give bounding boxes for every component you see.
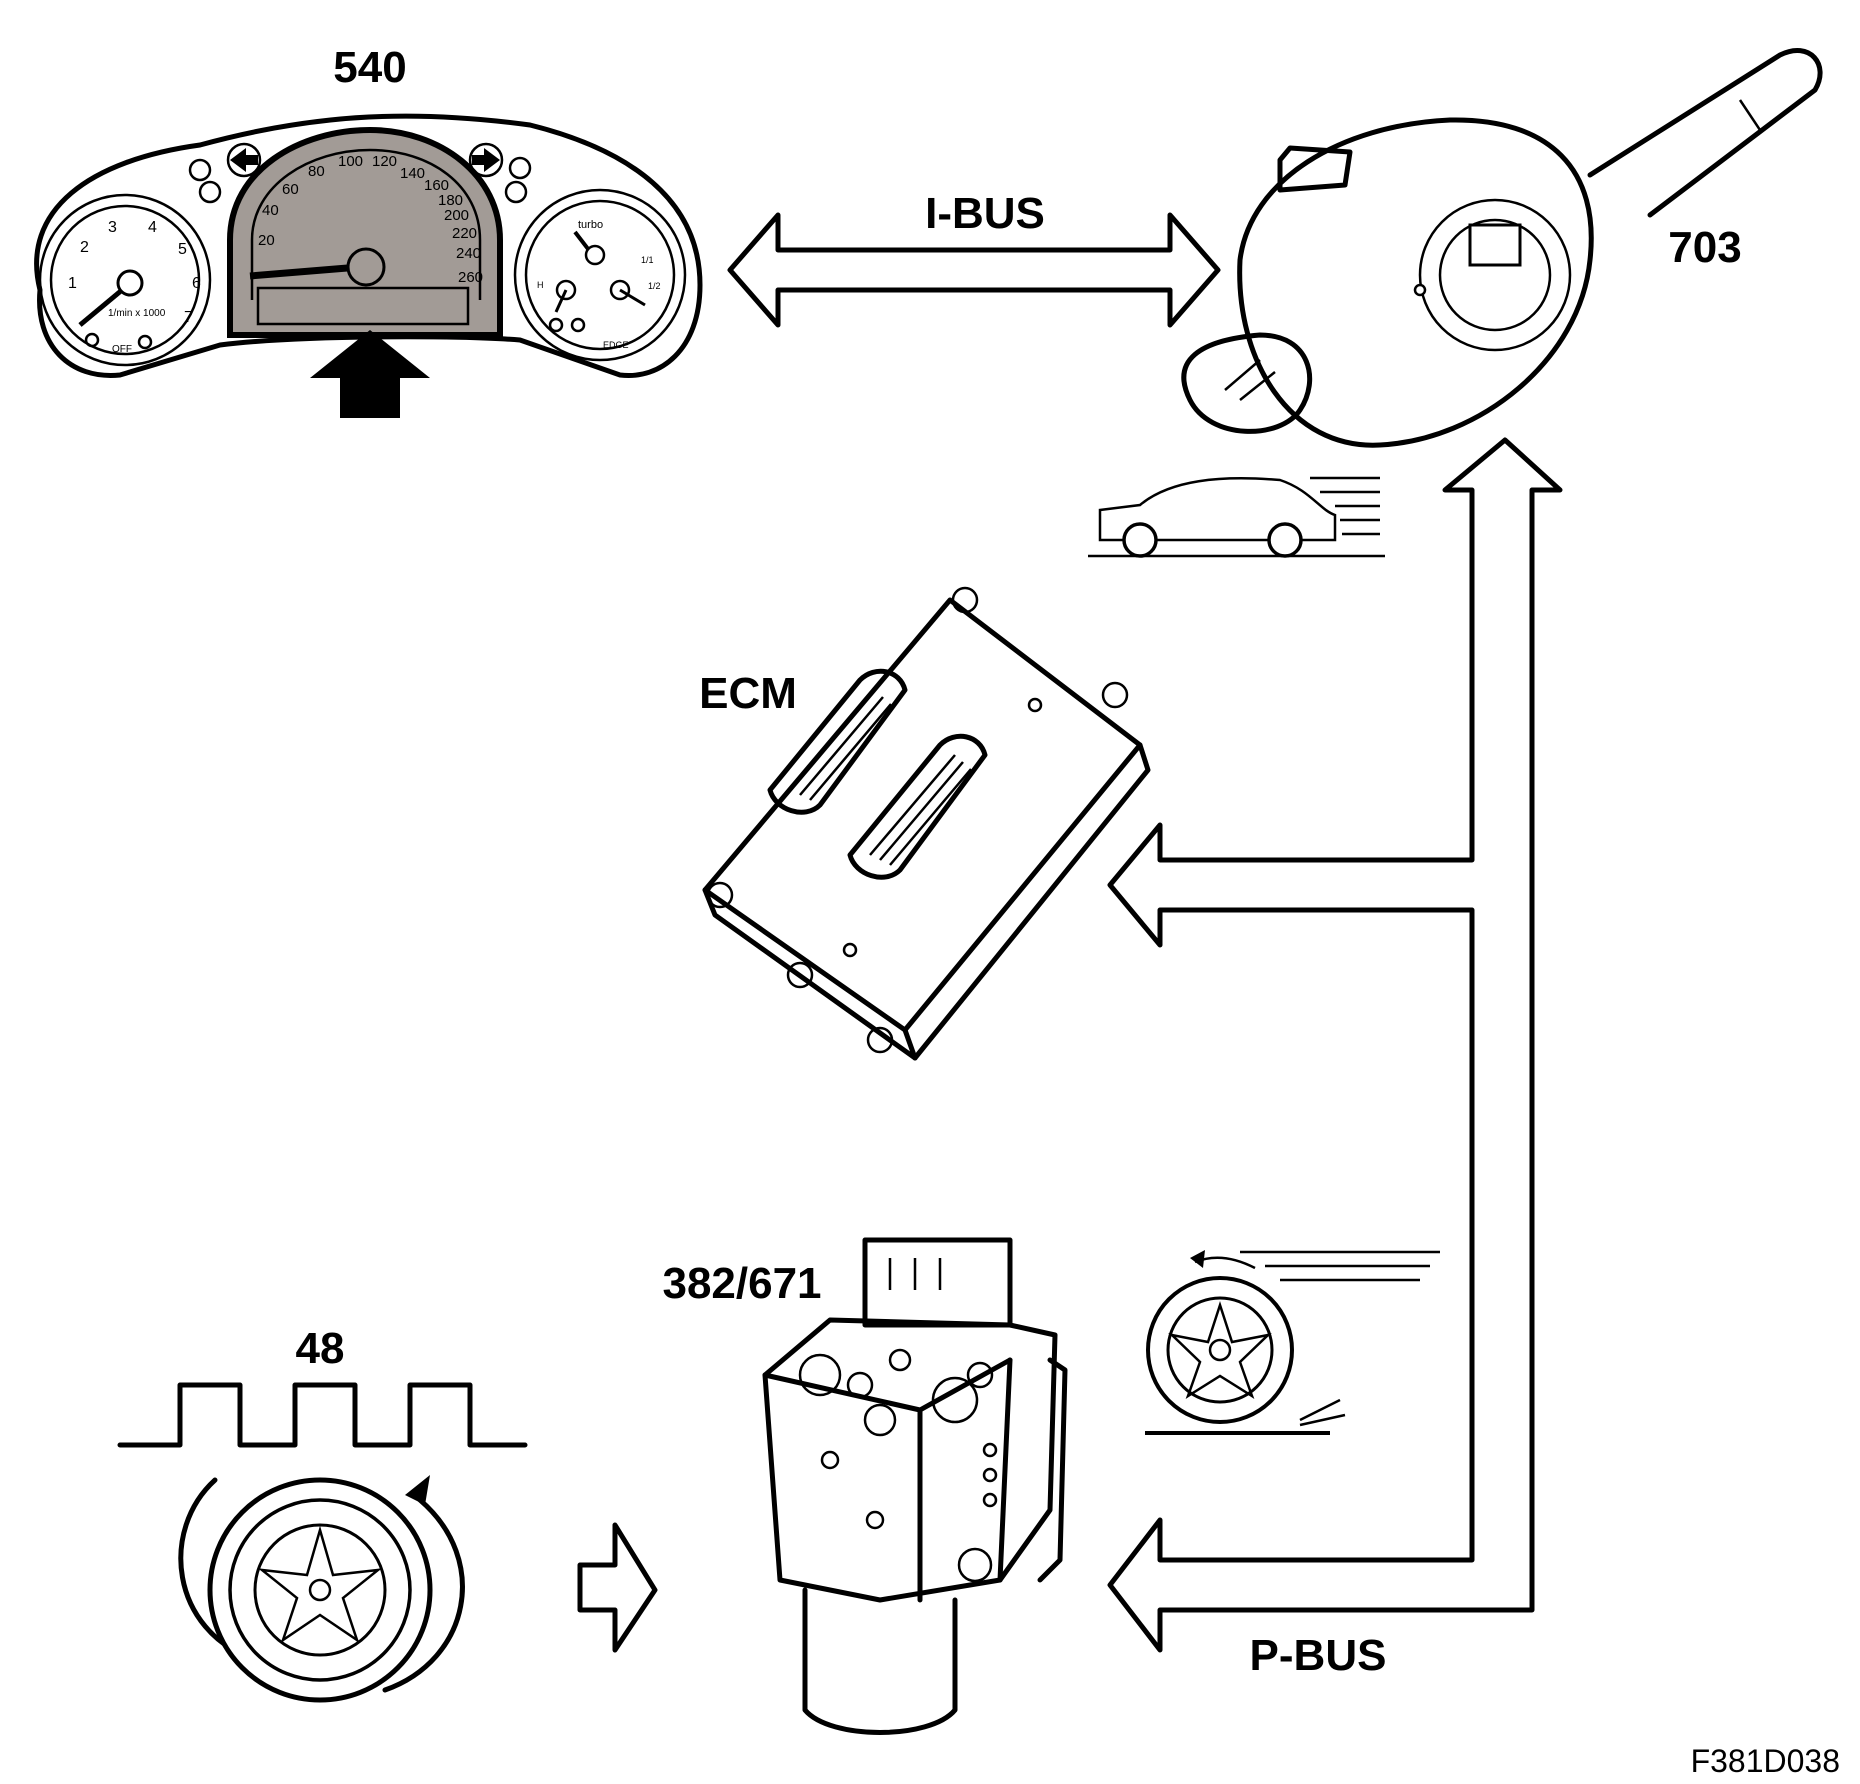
ecm-module [702, 586, 1151, 1061]
warning-lamp-icon [84, 332, 100, 348]
svg-text:220: 220 [452, 225, 477, 242]
svg-text:6: 6 [192, 275, 201, 292]
svg-text:100: 100 [338, 153, 363, 170]
park-lamp-icon [504, 180, 528, 204]
ibus-arrow [727, 212, 1221, 328]
tachometer-face [38, 193, 212, 367]
svg-text:3: 3 [108, 219, 117, 236]
rpm-scale: 1 2 3 4 5 6 7 [68, 219, 201, 326]
instrument-cluster: 20 40 60 80 100 120 140 160 180 200 220 … [34, 113, 703, 379]
svg-text:5: 5 [178, 241, 187, 258]
off-text: OFF [112, 344, 132, 355]
edge-text: EDGE [603, 340, 629, 350]
figure-code: F381D038 [1691, 1743, 1840, 1779]
steering-hub [1418, 198, 1572, 352]
sensor-label: 48 [296, 1324, 345, 1373]
warning-lamp-icon [548, 317, 564, 333]
svg-text:2: 2 [80, 239, 89, 256]
svg-text:120: 120 [372, 153, 397, 170]
stalk-lever [1587, 47, 1823, 218]
svg-text:180: 180 [438, 192, 463, 209]
svg-text:7: 7 [184, 309, 193, 326]
warning-lamp-icon [570, 317, 586, 333]
light-lamp-icon [188, 158, 212, 182]
svg-text:80: 80 [308, 163, 325, 180]
abs-motor [802, 1587, 958, 1735]
stalk-label: 703 [1668, 223, 1741, 272]
fog-lamp-icon [198, 180, 222, 204]
svg-text:60: 60 [282, 181, 299, 198]
turbo-text: turbo [578, 219, 603, 231]
moving-car-icon [1088, 476, 1385, 558]
brake-lamp-icon [508, 156, 532, 180]
turn-right-icon [472, 148, 500, 172]
pulse-signal [117, 1382, 528, 1448]
temp-h-text: H [537, 280, 544, 290]
speedometer-display [256, 286, 470, 326]
connector-icon [1468, 223, 1522, 267]
svg-text:140: 140 [400, 165, 425, 182]
svg-text:260: 260 [458, 269, 483, 286]
pbus-label: P-BUS [1250, 1631, 1387, 1680]
svg-text:200: 200 [444, 207, 469, 224]
signal-arrow [577, 1522, 658, 1653]
svg-text:20: 20 [258, 232, 275, 249]
steering-module [1181, 47, 1823, 448]
svg-text:4: 4 [148, 219, 157, 236]
right-gauge-face [513, 188, 687, 362]
svg-text:40: 40 [262, 202, 279, 219]
ecm-connector [767, 668, 908, 815]
abs-connector [862, 1237, 1013, 1328]
ecm-connector [847, 733, 988, 880]
fuel-half-text: 1/2 [648, 281, 661, 291]
rpm-unit: 1/min x 1000 [108, 308, 166, 319]
cluster-label: 540 [333, 43, 406, 92]
ecm-label: ECM [699, 669, 797, 718]
svg-text:160: 160 [424, 177, 449, 194]
speedometer-face [227, 126, 503, 338]
temp-needle [554, 289, 568, 313]
warning-lamp-icon [137, 334, 153, 350]
abs-label: 382/671 [662, 1259, 821, 1308]
ibus-label: I-BUS [925, 189, 1045, 238]
fuel-full-text: 1/1 [641, 255, 654, 265]
slipping-wheel-icon [1145, 1250, 1440, 1435]
speed-scale: 20 40 60 80 100 120 140 160 180 200 220 … [258, 153, 483, 286]
svg-text:1: 1 [68, 275, 77, 292]
svg-text:240: 240 [456, 245, 481, 262]
fuel-needle [619, 288, 646, 307]
turn-left-icon [230, 148, 258, 172]
abs-unit [762, 1237, 1068, 1735]
sensor-wheel-icon [178, 1475, 465, 1703]
highlight-arrow-icon [310, 330, 430, 418]
pbus-arrow [1107, 437, 1563, 1653]
lower-lever [1181, 332, 1313, 434]
